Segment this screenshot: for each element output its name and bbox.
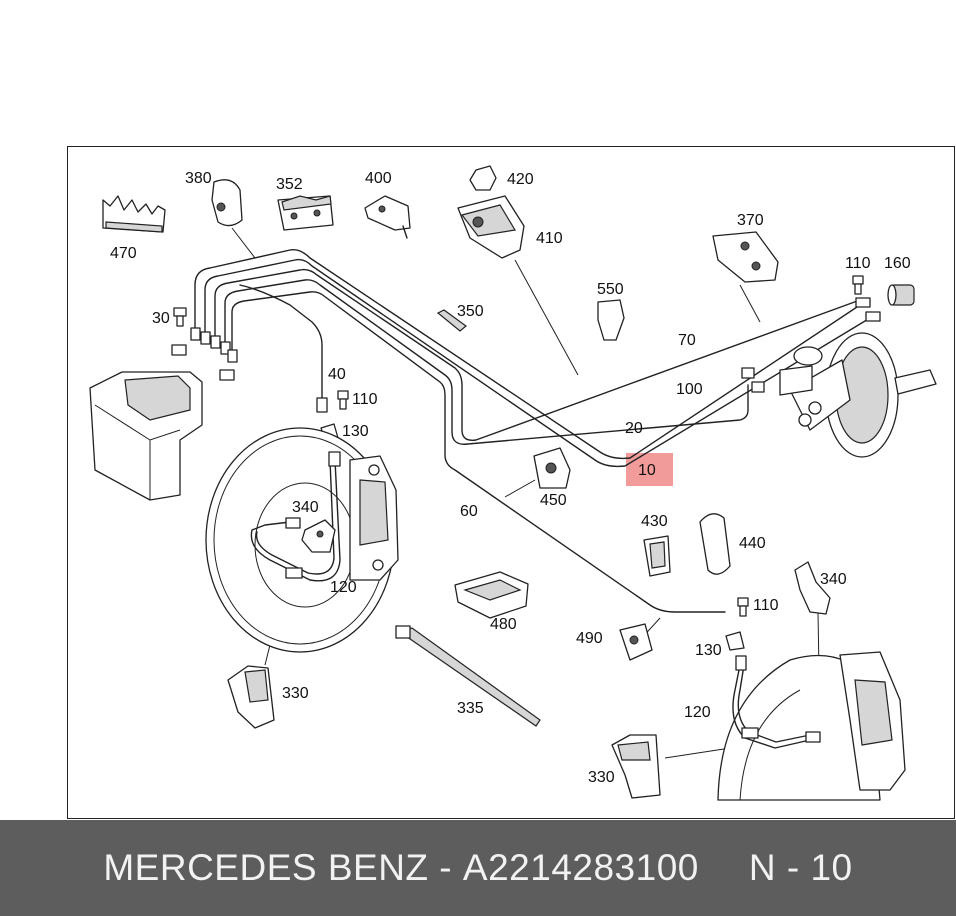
footer-part-number: A2214283100: [462, 847, 699, 888]
callout-110-top: 110: [845, 255, 871, 272]
callout-100: 100: [676, 381, 703, 398]
brake-hose-120-left: [250, 451, 341, 582]
abs-unit: [89, 371, 203, 501]
callout-130-top: 130: [342, 423, 369, 440]
bolt-110-top: [852, 275, 864, 295]
callout-60: 60: [460, 503, 478, 520]
callout-110-bottom: 110: [753, 597, 779, 614]
pad-430: [643, 535, 671, 577]
callout-130-bottom: 130: [695, 642, 722, 659]
brake-lines: [171, 248, 881, 613]
callout-400: 400: [365, 170, 392, 187]
part-330-right: [611, 734, 661, 799]
footer-position: N - 10: [748, 847, 853, 888]
callout-10: 10: [638, 462, 656, 479]
brake-booster: [779, 332, 937, 458]
bolt-30: [173, 307, 187, 327]
callout-450: 450: [540, 492, 567, 509]
callout-430: 430: [641, 513, 668, 530]
bracket-380: [211, 179, 243, 227]
callout-340-left: 340: [292, 499, 319, 516]
callout-440: 440: [739, 535, 766, 552]
bracket-340-right: [794, 561, 831, 615]
clip-450: [533, 447, 571, 489]
highlight-part-10: [626, 453, 673, 486]
pin-350: [436, 309, 467, 332]
bracket-340-left: [301, 519, 336, 553]
nut-420: [469, 165, 497, 191]
callout-490: 490: [576, 630, 603, 647]
callout-labels: 380 352 400 420 410 370 470 110 160 550 …: [110, 170, 911, 786]
sleeve-160: [887, 284, 915, 306]
footer-separator: -: [439, 847, 453, 888]
callout-330-left: 330: [282, 685, 309, 702]
clip-352: [277, 195, 334, 231]
callout-70: 70: [678, 332, 696, 349]
callout-120-right: 120: [684, 704, 711, 721]
clamp-470: [102, 195, 166, 233]
brake-hose-120-right: [732, 655, 821, 749]
pad-440: [699, 513, 731, 575]
footer-bar: MERCEDES BENZ - A2214283100 N - 10: [0, 820, 956, 916]
clip-550: [597, 299, 625, 341]
bolt-110-mid: [337, 390, 349, 410]
callout-40: 40: [328, 366, 346, 383]
callout-480: 480: [490, 616, 517, 633]
bolt-110-bottom: [737, 597, 749, 617]
callout-352: 352: [276, 176, 303, 193]
clamp-480: [454, 571, 529, 619]
callout-110-mid: 110: [352, 391, 378, 408]
right-fittings: [741, 297, 881, 393]
callout-340-right: 340: [820, 571, 847, 588]
tie-strap-335: [395, 625, 541, 727]
footer-caption: MERCEDES BENZ - A2214283100 N - 10: [0, 820, 956, 916]
callout-550: 550: [597, 281, 624, 298]
callout-330-right: 330: [588, 769, 615, 786]
callout-30: 30: [152, 310, 170, 327]
part-330-left: [227, 665, 275, 729]
callout-420: 420: [507, 171, 534, 188]
callout-380: 380: [185, 170, 212, 187]
callout-470: 470: [110, 245, 137, 262]
brake-disc-rear-right: [717, 651, 906, 801]
callout-335: 335: [457, 700, 484, 717]
callout-410: 410: [536, 230, 563, 247]
left-fittings: [171, 327, 328, 413]
callout-120-left: 120: [330, 579, 357, 596]
footer-brand: MERCEDES BENZ: [103, 847, 429, 888]
clip-130-bottom: [725, 631, 745, 651]
brake-disc-front-left: [205, 427, 399, 653]
callout-370: 370: [737, 212, 764, 229]
callout-160: 160: [884, 255, 911, 272]
clamp-410: [457, 195, 525, 259]
callout-20: 20: [625, 420, 643, 437]
callout-350: 350: [457, 303, 484, 320]
brake-line-diagram: 380 352 400 420 410 370 470 110 160 550 …: [89, 165, 937, 801]
clip-490: [619, 623, 653, 661]
clamp-370: [712, 231, 779, 283]
bracket-400: [364, 195, 411, 239]
